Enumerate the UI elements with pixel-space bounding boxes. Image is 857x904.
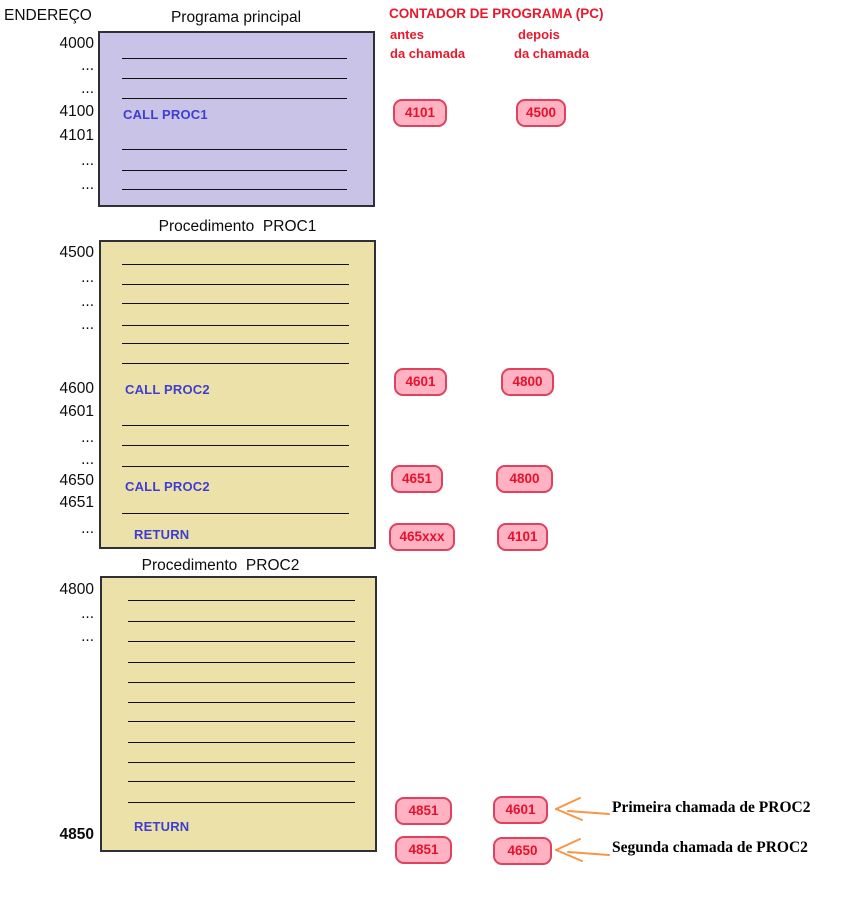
arrow-to-first-return	[555, 797, 610, 821]
code-line	[122, 343, 349, 344]
code-line	[128, 662, 355, 663]
code-line	[122, 445, 349, 446]
code-line	[122, 189, 347, 190]
address-dots: ...	[81, 80, 94, 97]
code-line	[128, 702, 355, 703]
second-call-annotation: Segunda chamada de PROC2	[612, 839, 808, 856]
pc-after-label-line2: da chamada	[514, 46, 590, 61]
pc-after-label-line1: depois	[518, 27, 560, 42]
code-line	[122, 264, 349, 265]
code-line	[122, 149, 347, 150]
pc-value-before: 4101	[393, 99, 447, 127]
address-4850: 4850	[59, 826, 94, 843]
address-dots: ...	[81, 628, 94, 645]
proc2-title: Procedimento PROC2	[141, 557, 300, 574]
address-4500: 4500	[59, 244, 94, 261]
pc-value-before: 465xxx	[389, 523, 455, 551]
pc-value-after: 4500	[516, 99, 566, 127]
main-program-box	[98, 31, 375, 207]
pc-value-after: 4800	[501, 368, 554, 396]
call-proc1-instruction: CALL PROC1	[123, 107, 208, 122]
code-line	[122, 466, 349, 467]
address-4800: 4800	[59, 581, 94, 598]
code-line	[122, 303, 349, 304]
address-dots: ...	[81, 429, 94, 446]
code-line	[128, 762, 355, 763]
call-proc2-first-instruction: CALL PROC2	[125, 382, 210, 397]
code-line	[122, 284, 349, 285]
address-4651: 4651	[59, 494, 94, 511]
pc-before-label-line1: antes	[390, 27, 424, 42]
address-4601: 4601	[59, 403, 94, 420]
code-line	[128, 802, 355, 803]
code-line	[128, 621, 355, 622]
pc-header-title: CONTADOR DE PROGRAMA (PC)	[389, 6, 604, 21]
proc1-box	[99, 240, 376, 549]
address-dots: ...	[81, 176, 94, 193]
pc-value-before: 4601	[394, 368, 447, 396]
pc-value-after: 4101	[497, 523, 548, 551]
code-line	[128, 641, 355, 642]
address-dots: ...	[81, 269, 94, 286]
code-line	[128, 721, 355, 722]
address-4650: 4650	[59, 472, 94, 489]
call-proc2-second-instruction: CALL PROC2	[125, 479, 210, 494]
address-4000: 4000	[59, 35, 94, 52]
code-line	[122, 325, 349, 326]
code-line	[128, 600, 355, 601]
code-line	[122, 513, 349, 514]
address-dots: ...	[81, 451, 94, 468]
main-program-title: Programa principal	[170, 9, 302, 26]
address-4600: 4600	[59, 380, 94, 397]
address-4100: 4100	[59, 103, 94, 120]
proc2-box	[100, 576, 377, 852]
code-line	[128, 682, 355, 683]
pc-value-before: 4851	[395, 797, 452, 825]
address-4101: 4101	[59, 127, 94, 144]
code-line	[122, 170, 347, 171]
address-dots: ...	[81, 152, 94, 169]
address-dots: ...	[81, 605, 94, 622]
pc-value-before: 4651	[391, 465, 443, 493]
address-dots: ...	[81, 316, 94, 333]
code-line	[128, 781, 355, 782]
pc-before-label-line2: da chamada	[390, 46, 466, 61]
first-call-annotation: Primeira chamada de PROC2	[612, 799, 811, 816]
code-line	[122, 98, 347, 99]
address-column-header: ENDEREÇO	[4, 7, 92, 24]
code-line	[122, 58, 347, 59]
address-dots: ...	[81, 57, 94, 74]
pc-value-after: 4800	[496, 465, 553, 493]
code-line	[122, 425, 349, 426]
proc1-return-instruction: RETURN	[134, 527, 190, 542]
proc1-title: Procedimento PROC1	[158, 218, 317, 235]
pc-value-after: 4601	[493, 796, 548, 824]
code-line	[128, 742, 355, 743]
code-line	[122, 78, 347, 79]
pc-value-after: 4650	[493, 837, 552, 865]
pc-value-before: 4851	[395, 836, 452, 864]
arrow-to-second-return	[555, 838, 610, 862]
code-line	[122, 363, 349, 364]
address-dots: ...	[81, 293, 94, 310]
proc2-return-instruction: RETURN	[134, 819, 190, 834]
address-dots: ...	[81, 520, 94, 537]
